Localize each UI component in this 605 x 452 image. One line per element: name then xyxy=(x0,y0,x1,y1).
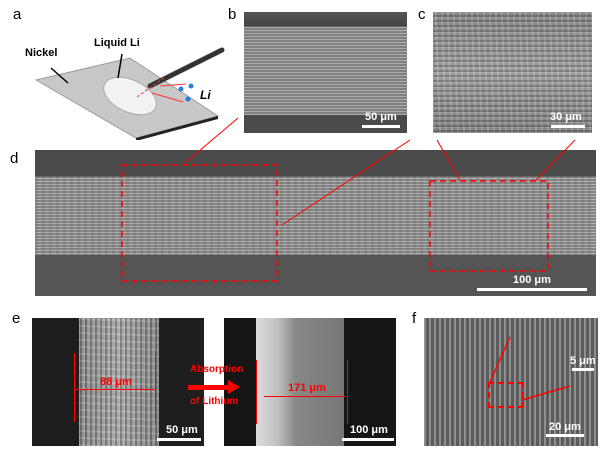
width-before-text: 88 μm xyxy=(100,376,132,388)
inset-box xyxy=(488,382,524,408)
nickel-label: Nickel xyxy=(25,47,58,59)
scale-text: 50 μm xyxy=(365,111,397,123)
scale-bar xyxy=(157,438,201,441)
scale-text: 30 μm xyxy=(550,111,582,123)
panel-label-c: c xyxy=(418,6,426,23)
panel-label-d: d xyxy=(10,150,19,167)
width-after-text: 171 μm xyxy=(288,382,326,394)
sem-image-f: 5 μm 20 μm xyxy=(424,318,598,446)
arrow-label-bottom: of Lithium xyxy=(190,396,239,407)
panel-label-e: e xyxy=(12,310,21,327)
sem-image-c: 30 μm xyxy=(433,12,592,133)
inset-scale-text: 5 μm xyxy=(570,355,596,367)
sem-image-b: 50 μm xyxy=(244,12,407,133)
sem-image-e-after: 171 μm 100 μm xyxy=(224,318,396,446)
scale-bar xyxy=(477,288,587,291)
scale-bar xyxy=(546,434,584,437)
scale-text: 50 μm xyxy=(166,424,198,436)
panel-label-b: b xyxy=(228,6,237,23)
arrow-head-icon xyxy=(228,380,240,394)
sem-image-d: 100 μm xyxy=(35,150,596,296)
sem-image-e-before: 88 μm 50 μm xyxy=(32,318,204,446)
scale-bar xyxy=(551,125,585,128)
li-on-nickel-schematic xyxy=(34,47,225,140)
liquid-li-label: Liquid Li xyxy=(94,37,140,49)
panel-label-a: a xyxy=(13,6,22,23)
li-label: Li xyxy=(200,88,211,102)
arrow-label-top: Absorption xyxy=(190,364,244,375)
inset-scale-bar xyxy=(572,368,594,371)
scale-text: 100 μm xyxy=(350,424,388,436)
absorption-arrow xyxy=(188,385,228,390)
scale-bar xyxy=(362,125,400,128)
scale-text: 20 μm xyxy=(549,421,581,433)
scale-text: 100 μm xyxy=(513,274,551,286)
scale-bar xyxy=(342,438,394,441)
panel-label-f: f xyxy=(412,310,417,327)
